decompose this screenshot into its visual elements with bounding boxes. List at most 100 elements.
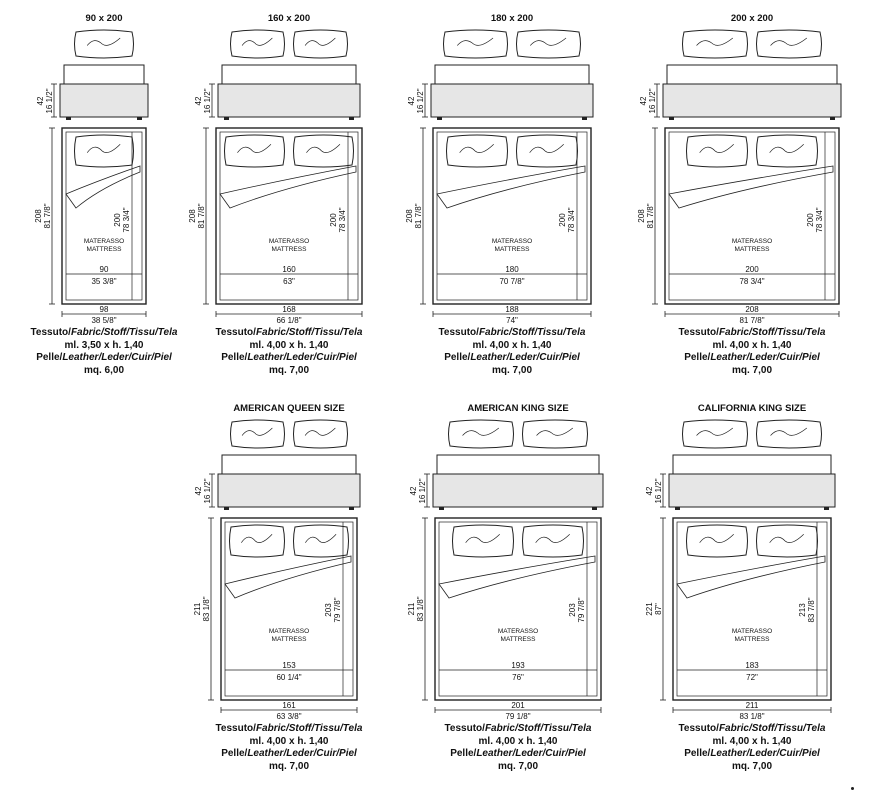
pillow (224, 134, 285, 168)
fabric-label: Tessuto/ (30, 327, 71, 338)
pillow (522, 419, 588, 449)
leather-label: Pelle/ (221, 748, 248, 759)
headboard-panel (430, 83, 594, 118)
leather-label: Pelle/ (36, 352, 63, 363)
pillow-outline (686, 524, 748, 558)
mattress-width-cm: 193 (511, 661, 525, 670)
fabric-quantity: ml. 4,00 x h. 1,40 (712, 339, 792, 351)
mattress-label-en: MATTRESS (87, 246, 123, 253)
leather-quantity: mq. 7,00 (497, 760, 539, 772)
pillow (74, 29, 134, 59)
bed-title: 90 x 200 (86, 13, 123, 24)
fabric-translations: Fabric/Stoff/Tissu/Tela (718, 723, 826, 734)
mattress-width-in: 70 7/8" (499, 277, 524, 286)
pillow-crease (86, 143, 121, 153)
pillow (293, 29, 348, 59)
bed-title: CALIFORNIA KING SIZE (698, 403, 806, 414)
width-cm-label: 201 (511, 701, 525, 710)
pillow-outline (682, 419, 748, 449)
pillow-crease (536, 427, 574, 436)
leather-translations: Leather/Leder/Cuir/Piel (247, 352, 357, 363)
width-in-label: 83 1/8" (739, 712, 764, 721)
fabric-quantity: ml. 3,50 x h. 1,40 (64, 339, 144, 351)
bed-title: 160 x 200 (268, 13, 310, 24)
height-in-label: 16 1/2" (45, 88, 54, 113)
pillow (756, 524, 818, 558)
pillow (74, 134, 134, 168)
leather-label: Pelle/ (684, 352, 711, 363)
pillow-outline (74, 134, 134, 168)
mattress-length-cm: 200 (113, 213, 122, 227)
width-in-label: 74" (506, 316, 518, 325)
leather-label: Pelle/ (444, 352, 471, 363)
bed-foot (592, 507, 597, 510)
length-in-label: 81 7/8" (646, 203, 655, 228)
pillow-crease (237, 143, 272, 153)
pillow (756, 419, 822, 449)
headboard-top (672, 454, 832, 475)
pillow-outline (448, 419, 514, 449)
headboard-panel (217, 83, 361, 118)
mattress-length-in: 83 7/8" (807, 597, 816, 622)
mattress-label-en: MATTRESS (735, 246, 771, 253)
bed-foot (675, 507, 680, 510)
width-cm-label: 161 (282, 701, 296, 710)
pillow-outline (452, 524, 514, 558)
height-cm-label: 42 (194, 486, 203, 495)
fabric-translations: Fabric/Stoff/Tissu/Tela (255, 327, 363, 338)
pillow-crease (465, 533, 500, 543)
length-in-label: 81 7/8" (43, 203, 52, 228)
pillow (293, 134, 354, 168)
mattress-width-cm: 90 (100, 265, 109, 274)
leather-translations: Leather/Leder/Cuir/Piel (710, 748, 820, 759)
mattress-width-cm: 183 (745, 661, 759, 670)
bed-foot (224, 117, 229, 120)
height-in-label: 16 1/2" (203, 478, 212, 503)
pillow (686, 524, 748, 558)
pillow-outline (293, 29, 348, 59)
leather-translations: Leather/Leder/Cuir/Piel (62, 352, 172, 363)
length-in-label: 87" (654, 603, 663, 615)
pillow-outline (756, 524, 818, 558)
width-in-label: 66 1/8" (276, 316, 301, 325)
width-cm-label: 208 (745, 305, 759, 314)
length-in-label: 83 1/8" (416, 596, 425, 621)
mattress-outline (676, 521, 828, 697)
bed-foot (349, 117, 354, 120)
pillow-crease (535, 533, 570, 543)
pillow-outline (224, 134, 285, 168)
pillow-outline (756, 134, 818, 168)
pillow-crease (769, 143, 804, 153)
bed-foot (830, 117, 835, 120)
pillow (522, 524, 584, 558)
pillow-outline (756, 419, 822, 449)
pillow-crease (241, 427, 273, 436)
headboard-top (666, 64, 838, 85)
headboard-panel (432, 473, 604, 508)
mattress-width-in: 72" (746, 673, 758, 682)
pillow (756, 29, 822, 59)
leather-quantity: mq. 7,00 (268, 760, 310, 772)
pillow (682, 419, 748, 449)
pillow (686, 134, 748, 168)
fabric-label: Tessuto/ (678, 723, 719, 734)
pillow-outline (443, 29, 508, 59)
length-cm-label: 208 (637, 209, 646, 223)
pillow-crease (699, 533, 734, 543)
bed-foot (137, 117, 142, 120)
pillow (293, 524, 349, 558)
width-in-label: 38 5/8" (91, 316, 116, 325)
pillow-crease (459, 143, 494, 153)
mattress-label-it: MATERASSO (269, 238, 309, 245)
mattress-width-in: 60 1/4" (276, 673, 301, 682)
headboard-top (221, 454, 357, 475)
width-in-label: 81 7/8" (739, 316, 764, 325)
leather-label: Pelle/ (221, 352, 248, 363)
width-in-label: 79 1/8" (505, 712, 530, 721)
mattress-length-in: 78 3/4" (567, 207, 576, 232)
